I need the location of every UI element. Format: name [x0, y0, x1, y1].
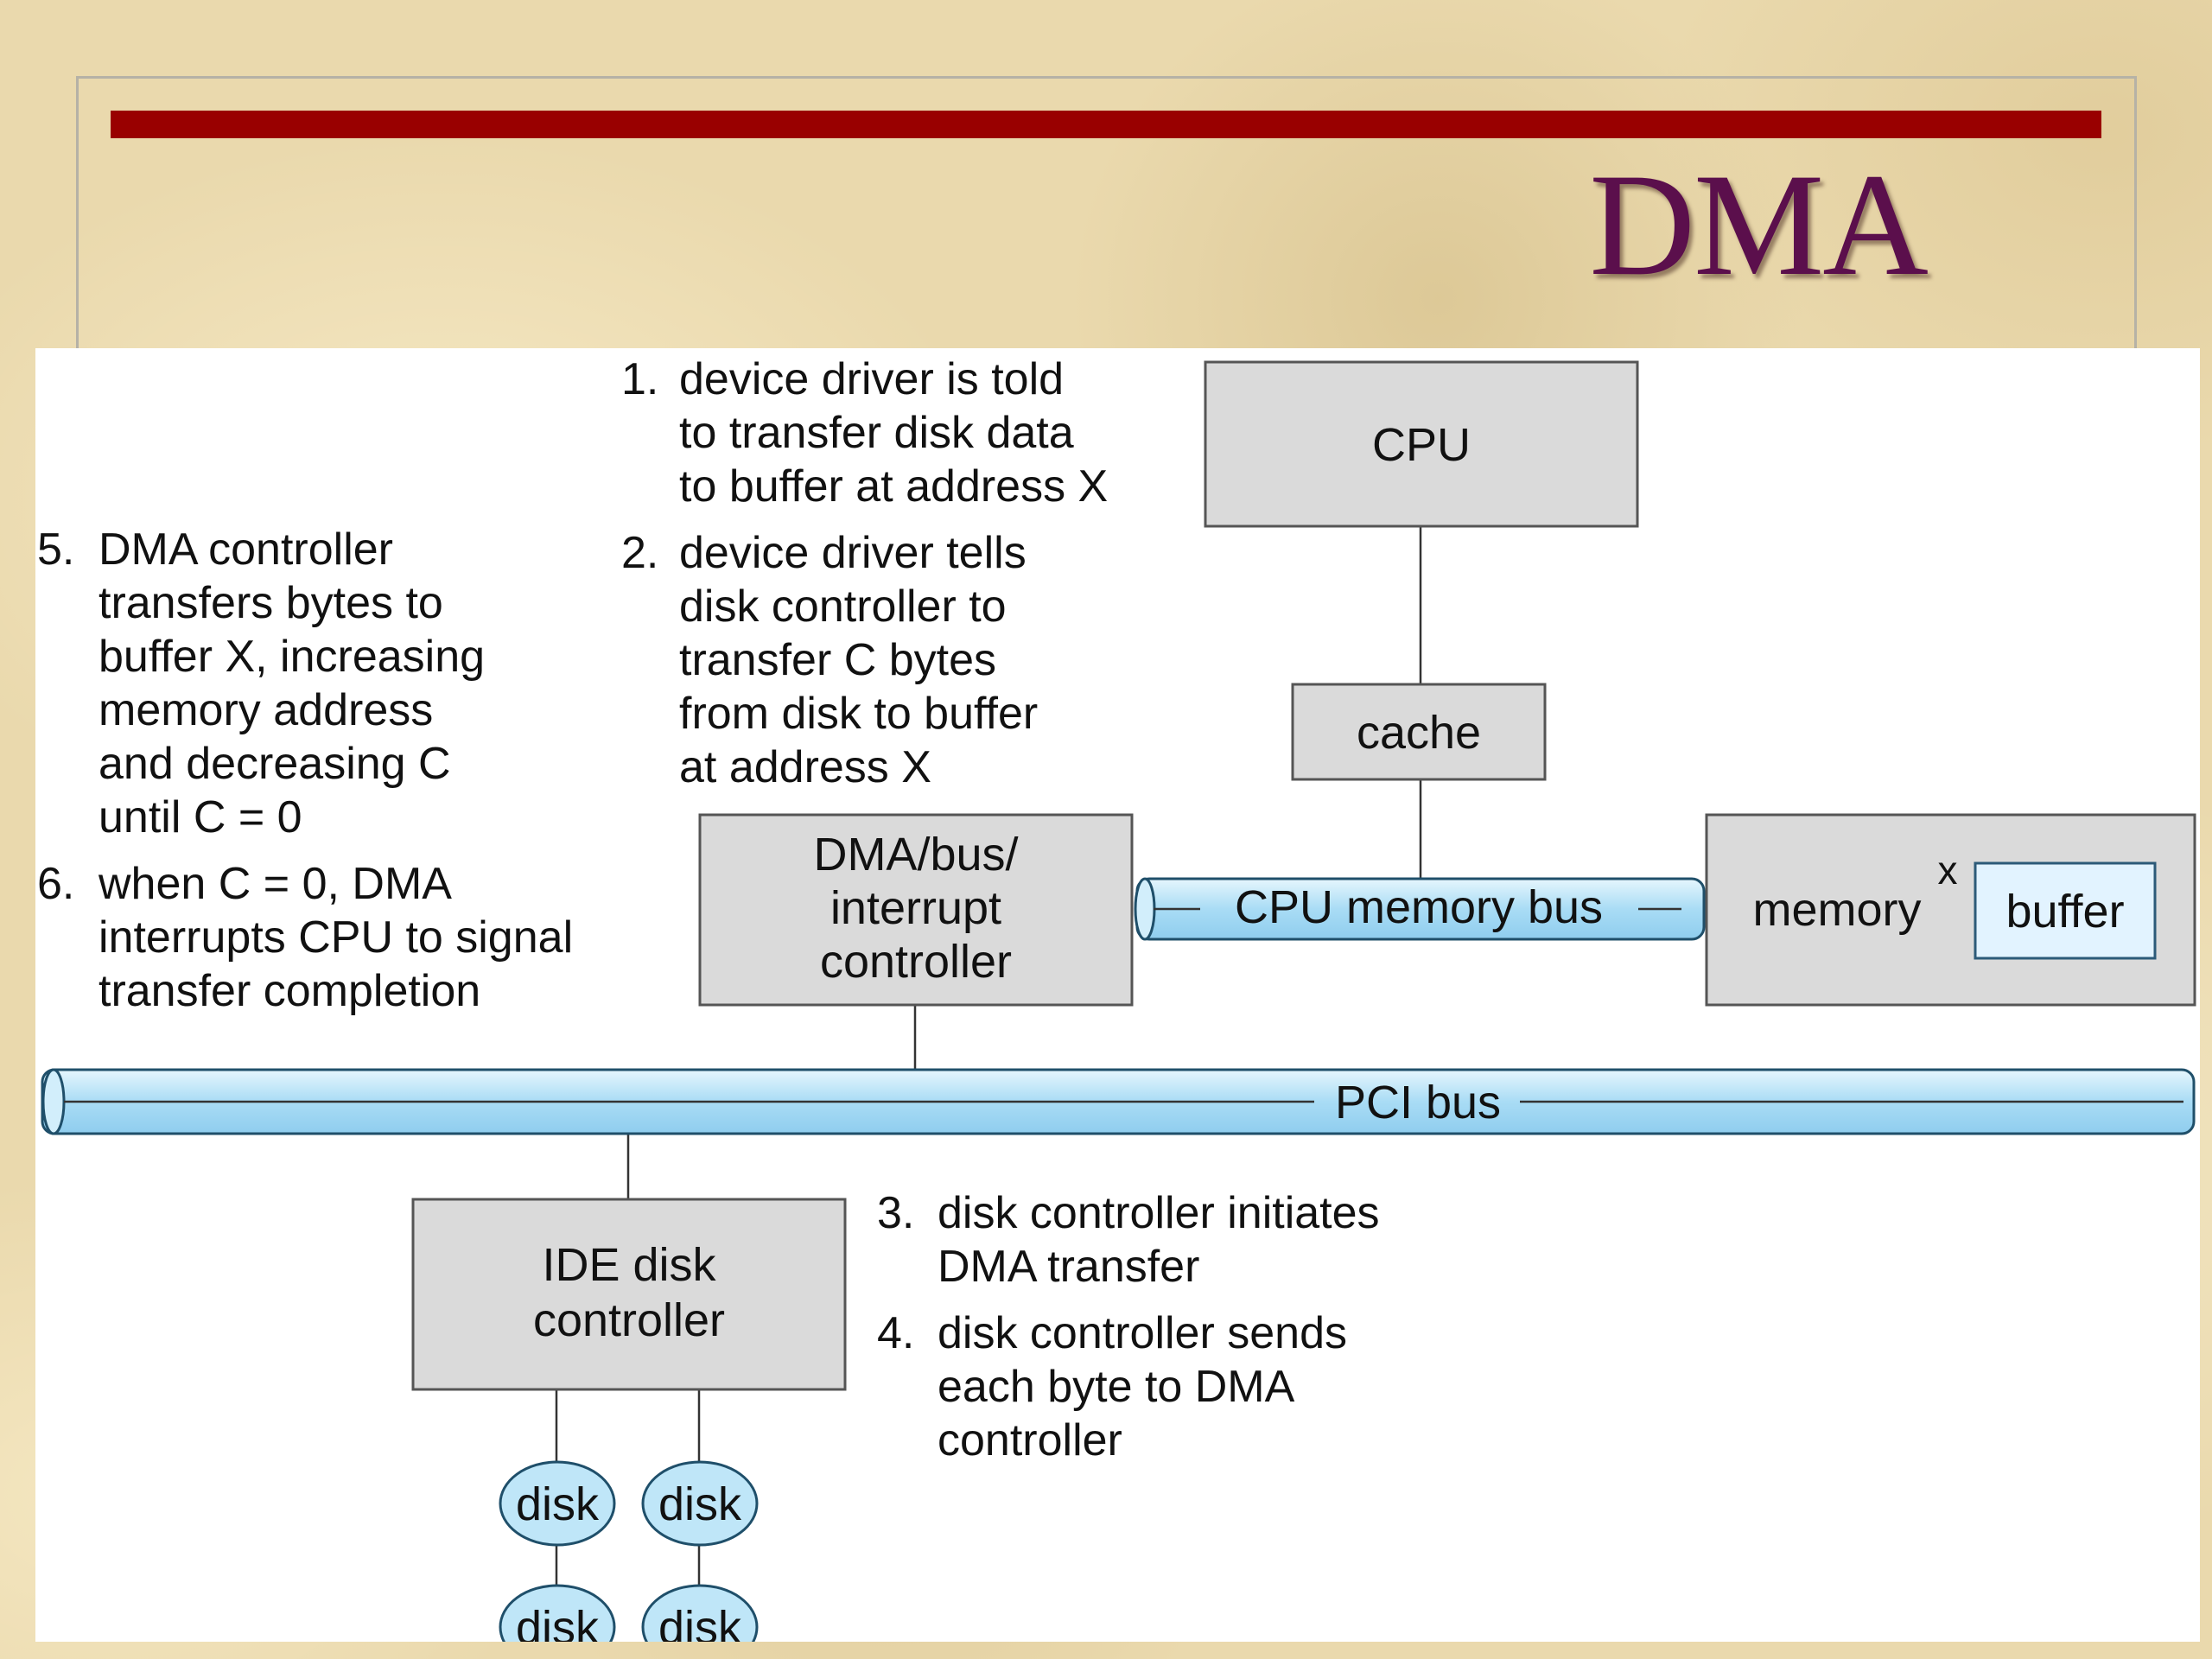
- step-6-line: transfer completion: [99, 966, 480, 1016]
- pci-bus: PCI bus: [41, 1068, 2196, 1135]
- step-5-annotation: 5. DMA controller transfers bytes to buf…: [37, 524, 485, 842]
- buffer-label: buffer: [2005, 886, 2124, 938]
- step-6-number: 6.: [37, 859, 74, 909]
- step-2-line: disk controller to: [679, 582, 1007, 632]
- step-6-annotation: 6. when C = 0, DMA interrupts CPU to sig…: [37, 859, 573, 1016]
- step-2-number: 2.: [621, 528, 658, 578]
- step-3-number: 3.: [877, 1188, 914, 1238]
- dma-controller-label-line3: controller: [820, 936, 1012, 988]
- memory-label: memory: [1752, 884, 1921, 936]
- step-3-annotation: 3. disk controller initiates DMA transfe…: [877, 1188, 1380, 1292]
- step-1-line: to transfer disk data: [679, 408, 1074, 458]
- step-6-line: when C = 0, DMA: [98, 859, 452, 909]
- step-3-line: disk controller initiates: [938, 1188, 1380, 1238]
- step-2-line: at address X: [679, 742, 931, 792]
- step-1-number: 1.: [621, 354, 658, 404]
- dma-controller-box: [698, 813, 1134, 1007]
- dma-diagram-svg: CPU memory bus PCI bus CPU cache DMA/bus…: [37, 354, 2196, 1642]
- step-5-line: buffer X, increasing: [99, 632, 485, 682]
- step-2-annotation: 2. device driver tells disk controller t…: [621, 528, 1038, 792]
- step-1-line: device driver is told: [679, 354, 1064, 404]
- slide-frame: [76, 76, 2137, 361]
- title-rule: [111, 111, 2101, 138]
- step-6-line: interrupts CPU to signal: [99, 912, 573, 963]
- step-4-annotation: 4. disk controller sends each byte to DM…: [877, 1308, 1347, 1465]
- step-5-line: transfers bytes to: [99, 578, 443, 628]
- step-4-line: disk controller sends: [938, 1308, 1347, 1358]
- step-4-line: each byte to DMA: [938, 1362, 1295, 1412]
- ide-controller-label-line2: controller: [533, 1294, 725, 1346]
- step-5-line: and decreasing C: [99, 739, 451, 789]
- disk-label: disk: [658, 1478, 742, 1530]
- step-5-line: until C = 0: [99, 792, 302, 842]
- disk-label: disk: [658, 1602, 742, 1642]
- cache-box: [1291, 683, 1547, 781]
- step-1-annotation: 1. device driver is told to transfer dis…: [621, 354, 1108, 512]
- dma-controller-label-line1: DMA/bus/: [813, 829, 1018, 880]
- cpu-box: [1204, 360, 1639, 528]
- pci-bus-label: PCI bus: [1335, 1077, 1501, 1128]
- disk-top-left: disk: [499, 1460, 616, 1547]
- disk-label: disk: [516, 1478, 600, 1530]
- ide-controller-label-line1: IDE disk: [542, 1239, 716, 1291]
- cpu-memory-bus: CPU memory bus: [1134, 877, 1706, 941]
- step-2-line: device driver tells: [679, 528, 1027, 578]
- ide-disk-controller-box: [411, 1198, 847, 1391]
- disk-top-right: disk: [641, 1460, 759, 1547]
- disk-bottom-left: disk: [499, 1584, 616, 1642]
- step-5-line: memory address: [99, 685, 433, 735]
- buffer-box: [1974, 861, 2157, 960]
- step-5-line: DMA controller: [99, 524, 393, 575]
- step-2-line: transfer C bytes: [679, 635, 996, 685]
- cpu-memory-bus-label: CPU memory bus: [1235, 881, 1603, 933]
- step-1-line: to buffer at address X: [679, 461, 1108, 512]
- dma-controller-label-line2: interrupt: [830, 882, 1001, 934]
- step-2-line: from disk to buffer: [679, 689, 1038, 739]
- step-4-line: controller: [938, 1415, 1122, 1465]
- disk-bottom-right: disk: [641, 1584, 759, 1642]
- cpu-label: CPU: [1372, 419, 1471, 471]
- address-x-label: x: [1938, 848, 1958, 893]
- cache-label: cache: [1357, 707, 1481, 759]
- dma-diagram: CPU memory bus PCI bus CPU cache DMA/bus…: [35, 348, 2200, 1642]
- step-4-number: 4.: [877, 1308, 914, 1358]
- step-5-number: 5.: [37, 524, 74, 575]
- disk-label: disk: [516, 1602, 600, 1642]
- step-3-line: DMA transfer: [938, 1242, 1199, 1292]
- slide-title: DMA: [1589, 143, 1929, 306]
